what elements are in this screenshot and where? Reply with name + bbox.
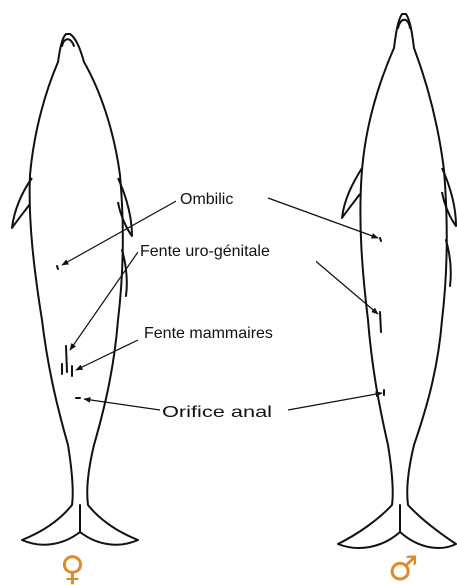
- male-ombilic-mark: [380, 238, 381, 241]
- label-fente-uro-genitale: Fente uro-génitale: [140, 243, 270, 260]
- female-body-outline: [22, 34, 138, 545]
- leader-mammary-female: [76, 340, 138, 370]
- labels: Ombilic Fente uro-génitale Fente mammair…: [138, 186, 316, 422]
- male-dolphin: [338, 14, 456, 548]
- leader-uro-genital-male: [312, 258, 378, 314]
- male-body-outline: [338, 14, 456, 548]
- label-fente-mammaires: Fente mammaires: [144, 325, 273, 342]
- female-dolphin: [12, 34, 138, 545]
- female-rostrum: [62, 39, 74, 46]
- leader-anal-male: [288, 393, 382, 410]
- leader-anal-female: [84, 399, 160, 410]
- label-ombilic: Ombilic: [180, 191, 233, 208]
- male-uro-genital-slit: [380, 312, 381, 332]
- female-uro-genital-slit: [66, 346, 67, 372]
- male-symbol-icon: ♂: [388, 549, 418, 585]
- female-symbol-icon: ♀: [60, 549, 85, 585]
- leader-uro-genital-female: [70, 252, 138, 350]
- label-orifice-anal: Orifice anal: [162, 404, 272, 421]
- male-left-pectoral-fin: [342, 168, 362, 218]
- female-ombilic-mark: [57, 266, 58, 269]
